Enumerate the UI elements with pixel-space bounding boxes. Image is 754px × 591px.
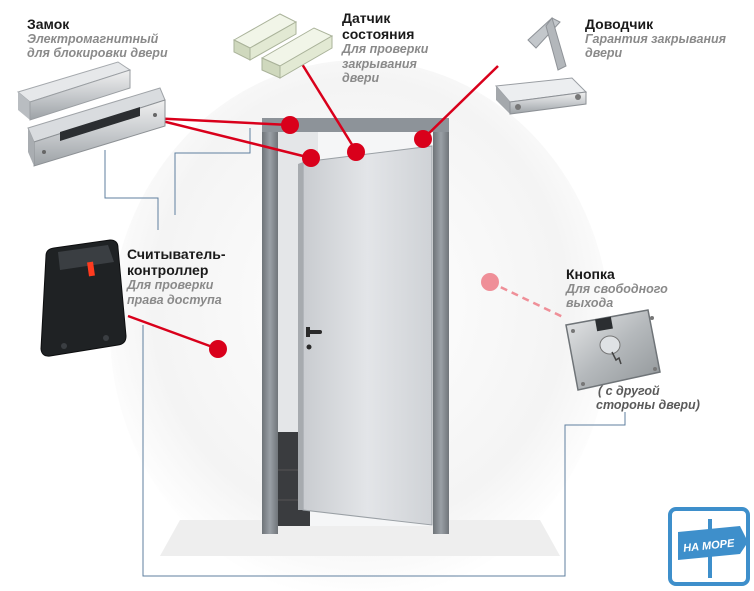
pointer-lines <box>127 63 566 351</box>
logo-text: НА МОРЕ <box>683 537 736 554</box>
sensor-desc-line3: двери <box>342 70 380 85</box>
marker-button <box>481 273 499 291</box>
lock-desc-line1: Электромагнитный <box>27 32 159 47</box>
magnetic-lock-image <box>16 61 166 167</box>
sensor-desc-line2: закрывания <box>342 56 417 71</box>
lock-label: Замок Электромагнитный для блокировки дв… <box>27 16 168 61</box>
button-note-line1: ( с другой <box>598 384 660 398</box>
marker-dots <box>209 116 499 358</box>
wiring-lines <box>104 128 626 577</box>
button-label: Кнопка Для свободного выхода <box>566 266 668 311</box>
door-sensor-image <box>232 13 334 79</box>
marker-lock-bottom <box>302 149 320 167</box>
button-desc-line2: выхода <box>566 296 614 311</box>
sensor-desc-line1: Для проверки <box>342 42 429 57</box>
button-note-line2: стороны двери) <box>596 398 700 413</box>
closer-desc-line2: двери <box>585 46 623 61</box>
button-note: ( с другой стороны двери) <box>596 384 700 413</box>
marker-lock-top <box>281 116 299 134</box>
reader-desc-line2: права доступа <box>127 292 222 307</box>
lock-title: Замок <box>27 16 70 32</box>
card-reader-image <box>40 239 127 357</box>
sensor-title-line1: Датчик <box>342 10 391 26</box>
door-closer-image <box>494 16 588 115</box>
sensor-title-line2: состояния <box>342 26 415 43</box>
closer-desc-line1: Гарантия закрывания <box>585 32 727 47</box>
closer-title: Доводчик <box>585 16 654 32</box>
marker-reader <box>209 340 227 358</box>
closer-label: Доводчик Гарантия закрывания двери <box>585 16 726 61</box>
reader-desc-line1: Для проверки <box>127 278 214 293</box>
reader-title-line1: Считыватель- <box>127 246 226 262</box>
button-desc-line1: Для свободного <box>566 282 668 297</box>
exit-button-image <box>565 309 661 391</box>
door-leaf <box>298 145 433 526</box>
lock-desc-line2: для блокировки двери <box>27 46 168 61</box>
reader-label: Считыватель- контроллер Для проверки пра… <box>127 246 226 307</box>
sensor-label: Датчик состояния Для проверки закрывания… <box>342 10 428 85</box>
reader-title-line2: контроллер <box>127 262 209 279</box>
button-title: Кнопка <box>566 266 615 282</box>
brand-logo: НА МОРЕ <box>668 507 750 586</box>
marker-sensor <box>347 143 365 161</box>
marker-closer <box>414 130 432 148</box>
